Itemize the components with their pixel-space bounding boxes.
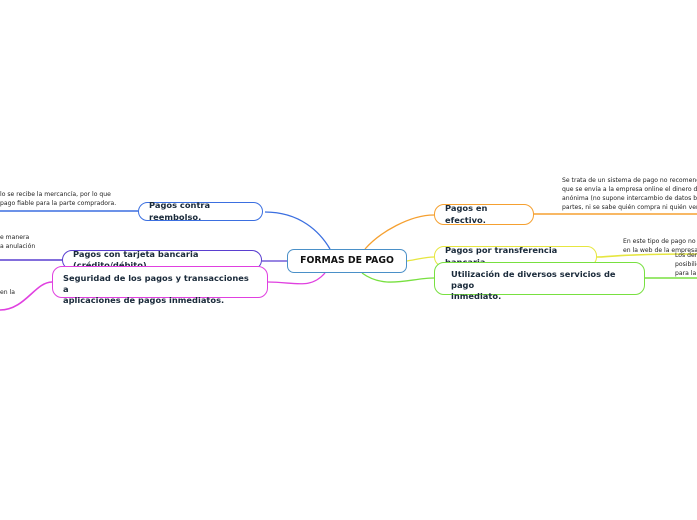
branch-label: Pagos por transferencia bancaria. — [445, 245, 558, 266]
central-topic[interactable]: FORMAS DE PAGO — [287, 249, 407, 273]
note-line-transferencia — [596, 253, 697, 258]
note-servicios: Los den posibilid para la p — [675, 252, 697, 278]
note-seguridad: en la — [0, 289, 15, 296]
branch-label: Pagos en efectivo. — [445, 203, 488, 225]
branch-reembolso[interactable]: Pagos contra reembolso. — [138, 200, 263, 222]
connector-transferencia — [406, 256, 435, 262]
connector-reembolso — [264, 211, 331, 250]
branch-label-line: inmediato. — [451, 291, 502, 302]
connector-servicios — [361, 272, 435, 283]
branch-label-line: aplicaciones de pagos inmediatos. — [63, 295, 225, 306]
branch-label: Pagos contra reembolso. — [149, 200, 211, 222]
note-transferencia: En este tipo de pago no se en la web de … — [623, 238, 697, 255]
note-reembolso: lo se recibe la mercancía, por lo que pa… — [0, 191, 117, 208]
connector-efectivo — [364, 214, 435, 250]
branch-seguridad[interactable]: Seguridad de los pagos y transacciones a… — [52, 266, 268, 305]
branch-efectivo[interactable]: Pagos en efectivo. — [434, 203, 534, 225]
branch-label: Pagos con tarjeta bancaria (crédito/débi… — [73, 248, 199, 270]
branch-label-line: Seguridad de los pagos y transacciones a — [63, 273, 249, 295]
branch-label-line: Utilización de diversos servicios de pag… — [451, 269, 616, 291]
connector-seguridad — [267, 272, 326, 285]
note-efectivo: Se trata de un sistema de pago no recome… — [562, 177, 697, 212]
note-line-seguridad — [0, 281, 53, 311]
note-tarjeta: e manera a anulación — [0, 234, 36, 251]
branch-servicios[interactable]: Utilización de diversos servicios de pag… — [434, 262, 645, 301]
